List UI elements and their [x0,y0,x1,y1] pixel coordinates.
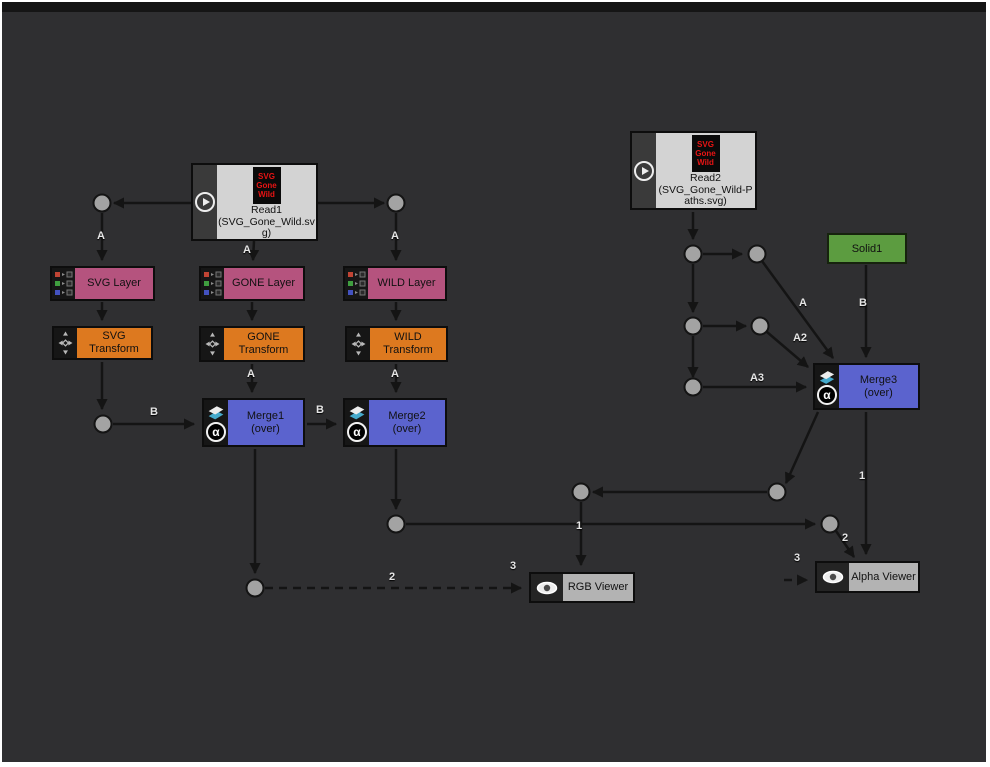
connection-dot[interactable] [820,514,840,534]
edge [247,240,260,262]
node-operation: (over) [864,386,893,399]
layers-icon [349,406,365,420]
transform-move-icon [347,328,370,360]
transform-move-icon [54,328,77,358]
edge [760,260,835,359]
edge-label-a: A [799,297,807,309]
thumb-text: Gone [256,180,277,190]
connection-dot[interactable] [245,578,265,598]
edge-label-b: B [150,406,158,418]
node-label: Merge1 [246,409,285,422]
layer-channels-icon [52,268,75,299]
thumbnail-image: SVG Gone Wild [252,167,281,204]
edge-label-b: B [316,404,324,416]
edge-label-2: 2 [841,532,849,544]
play-icon [632,133,656,208]
edge-label-a: A [247,368,255,380]
node-label: Read2 [690,172,721,184]
connection-dot[interactable] [683,244,703,264]
thumb-text: SVG [697,139,714,149]
edge [766,331,809,368]
node-alpha-viewer[interactable]: Alpha Viewer [815,561,920,593]
node-operation: (over) [251,422,280,435]
node-gone-layer[interactable]: GONE Layer [199,266,305,301]
node-filename: (SVG_Gone_Wild-Paths.svg) [658,183,753,207]
edge-label-a: A [97,230,105,242]
node-merge3[interactable]: α Merge3 (over) [813,363,920,410]
layer-channels-icon [345,268,368,299]
play-icon [193,165,217,239]
connection-dot[interactable] [747,244,767,264]
edge-label-a3: A3 [749,372,765,384]
node-label: Read1 [251,204,282,216]
node-solid1[interactable]: Solid1 [827,233,907,264]
edge-label-1: 1 [575,520,583,532]
node-label: Solid1 [851,242,883,255]
connection-dot[interactable] [386,193,406,213]
node-read2[interactable]: SVG Gone Wild Read2 (SVG_Gone_Wild-Paths… [630,131,757,210]
connection-dot[interactable] [92,193,112,213]
node-label: GONE Transform [238,331,289,356]
merge-icon: α [345,400,369,445]
node-merge2[interactable]: α Merge2 (over) [343,398,447,447]
node-wild-layer[interactable]: WILD Layer [343,266,447,301]
node-filename: (SVG_Gone_Wild.svg) [218,215,315,239]
eye-icon [531,574,563,601]
layers-icon [819,371,835,384]
edge-label-b: B [859,297,867,309]
node-read1[interactable]: SVG Gone Wild Read1 (SVG_Gone_Wild.svg) [191,163,318,241]
connection-dot[interactable] [93,414,113,434]
node-label: Merge3 [859,373,898,386]
edge-label-2: 2 [388,571,396,583]
merge-icon: α [815,365,839,408]
transform-move-icon [201,328,224,360]
node-label: WILD Layer [377,277,436,290]
thumb-text: Gone [695,148,716,158]
node-label: RGB Viewer [567,581,629,594]
edge-label-a: A [243,244,251,256]
edge-label-3: 3 [793,552,801,564]
node-wild-transform[interactable]: WILD Transform [345,326,448,362]
top-bar [2,2,986,12]
connection-dot[interactable] [386,514,406,534]
edge-label-a: A [391,368,399,380]
alpha-icon: α [206,422,226,442]
node-merge1[interactable]: α Merge1 (over) [202,398,305,447]
node-label: SVG Layer [87,277,141,290]
edge [784,411,820,485]
node-label: Alpha Viewer [851,570,916,583]
thumb-text: Wild [258,190,275,200]
node-svg-layer[interactable]: SVG Layer [50,266,155,301]
edge-label-1: 1 [858,470,866,482]
eye-icon [817,563,849,591]
node-label: WILD Transform [383,331,433,356]
thumbnail-image: SVG Gone Wild [691,135,720,172]
layer-channels-icon [201,268,224,299]
connection-dot[interactable] [683,316,703,336]
node-svg-transform[interactable]: SVG Transform [52,326,153,360]
merge-icon: α [204,400,228,445]
node-operation: (over) [392,422,422,435]
layers-icon [208,406,224,420]
edge-label-3: 3 [509,560,517,572]
thumb-text: Wild [697,158,714,168]
edge-label-a: A [391,230,399,242]
connection-dot[interactable] [683,377,703,397]
alpha-icon: α [347,422,367,442]
connection-dot[interactable] [750,316,770,336]
edge-label-a2: A2 [792,332,808,344]
thumb-text: SVG [258,171,275,181]
connection-dot[interactable] [571,482,591,502]
alpha-icon: α [817,385,837,405]
node-label: SVG Transform [89,330,139,355]
connection-dot[interactable] [767,482,787,502]
node-label: GONE Layer [232,277,295,290]
node-gone-transform[interactable]: GONE Transform [199,326,305,362]
node-label: Merge2 [388,409,426,422]
node-rgb-viewer[interactable]: RGB Viewer [529,572,635,603]
edge [834,530,856,558]
